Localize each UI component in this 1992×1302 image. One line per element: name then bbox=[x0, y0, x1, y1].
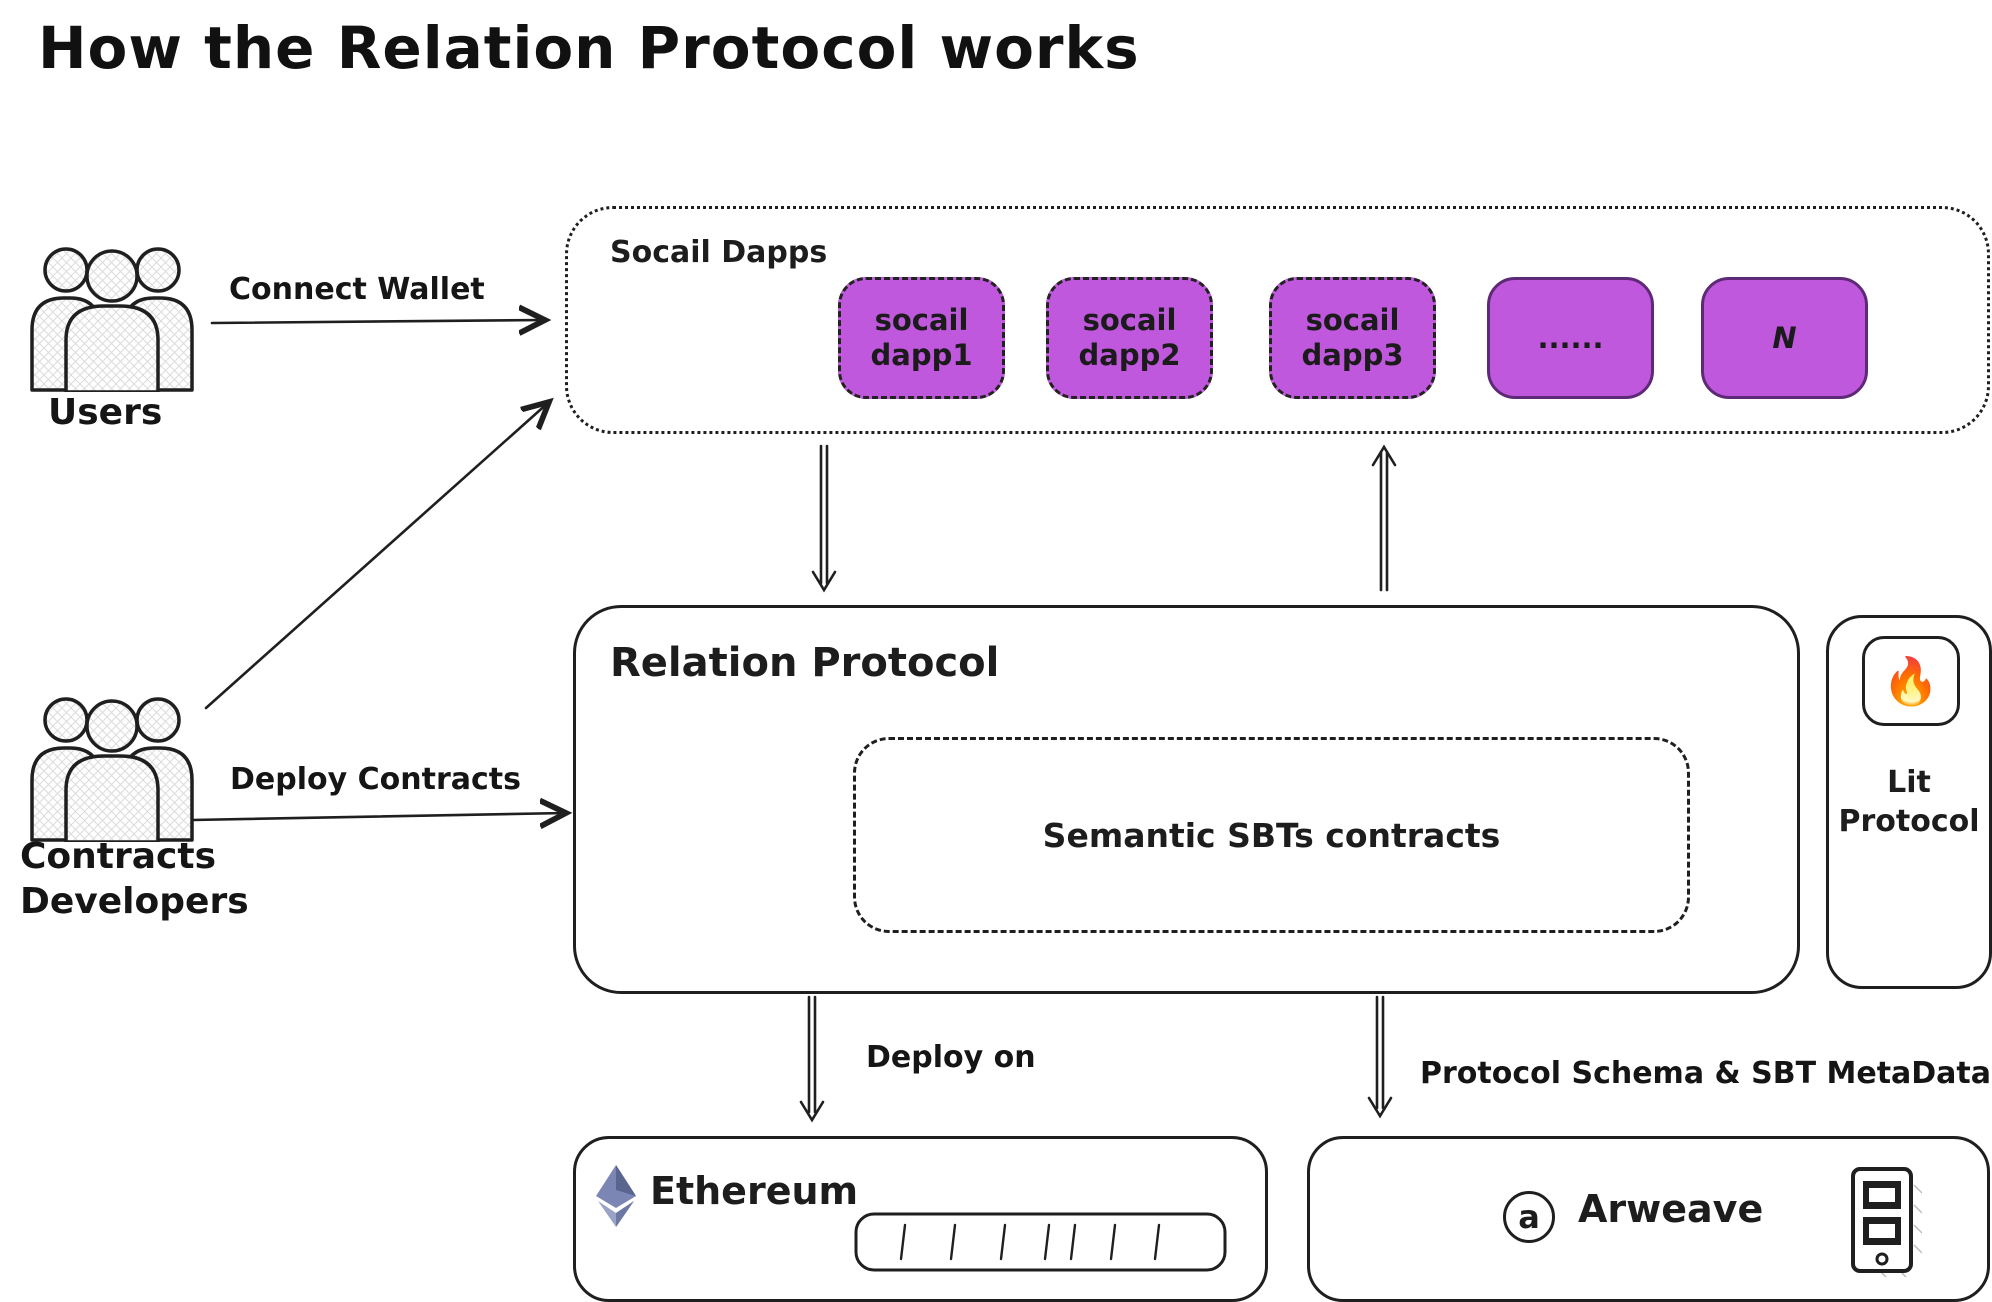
protocol-schema-label: Protocol Schema & SBT MetaData bbox=[1420, 1056, 1992, 1091]
arrow-deploy-on-head bbox=[799, 1100, 825, 1123]
developers-label: Contracts Developers bbox=[20, 836, 249, 922]
arrow-deploy-on bbox=[807, 995, 817, 1114]
arrow-schema-metadata-head bbox=[1367, 1096, 1393, 1119]
users-label: Users bbox=[48, 392, 163, 433]
arweave-box: a Arweave bbox=[1307, 1136, 1990, 1302]
semantic-sbts-label: Semantic SBTs contracts bbox=[1042, 815, 1501, 855]
arrow-dapps-to-protocol bbox=[819, 444, 829, 585]
social-dapps-title: Socail Dapps bbox=[610, 235, 828, 270]
lit-protocol-label: Lit Protocol bbox=[1838, 765, 1980, 839]
semantic-sbts-box: Semantic SBTs contracts bbox=[853, 737, 1690, 933]
arrow-deploy-contracts bbox=[190, 813, 566, 820]
arweave-icon-letter: a bbox=[1518, 1198, 1540, 1236]
lit-icon-frame: 🔥 bbox=[1862, 636, 1960, 726]
dapp-box-2: socail dapp2 bbox=[1046, 277, 1213, 399]
ethereum-bar-sketch bbox=[854, 1212, 1227, 1272]
arrow-dapps-to-protocol-head bbox=[811, 570, 837, 593]
arrow-schema-metadata bbox=[1375, 995, 1385, 1110]
dapp-box-n: N bbox=[1701, 277, 1868, 399]
ethereum-icon bbox=[596, 1165, 636, 1227]
page-title: How the Relation Protocol works bbox=[38, 14, 1140, 82]
social-dapps-container: Socail Dapps socail dapp1 socail dapp2 s… bbox=[565, 206, 1990, 434]
arweave-label: Arweave bbox=[1578, 1187, 1764, 1231]
arrow-protocol-to-dapps-head bbox=[1371, 444, 1397, 467]
deploy-on-label: Deploy on bbox=[866, 1040, 1036, 1075]
lit-protocol-box: 🔥 Lit Protocol bbox=[1826, 615, 1992, 989]
arweave-icon: a bbox=[1503, 1191, 1555, 1243]
developers-icon bbox=[30, 697, 194, 842]
users-icon bbox=[30, 247, 194, 392]
connect-wallet-label: Connect Wallet bbox=[229, 272, 485, 307]
dapp-box-1: socail dapp1 bbox=[838, 277, 1005, 399]
ethereum-label: Ethereum bbox=[650, 1169, 859, 1213]
dapp-box-3: socail dapp3 bbox=[1269, 277, 1436, 399]
server-icon bbox=[1851, 1167, 1922, 1278]
ethereum-box: Ethereum bbox=[573, 1136, 1268, 1302]
relation-protocol-box: Relation Protocol Semantic SBTs contract… bbox=[573, 605, 1800, 994]
relation-protocol-title: Relation Protocol bbox=[610, 640, 1000, 686]
arrow-protocol-to-dapps bbox=[1379, 450, 1389, 592]
dapp-box-ellipsis: ...... bbox=[1487, 277, 1654, 399]
arrow-developers-to-dapps bbox=[204, 402, 549, 710]
fire-icon: 🔥 bbox=[1882, 653, 1940, 708]
deploy-contracts-label: Deploy Contracts bbox=[230, 762, 521, 797]
arrow-connect-wallet bbox=[210, 320, 545, 323]
